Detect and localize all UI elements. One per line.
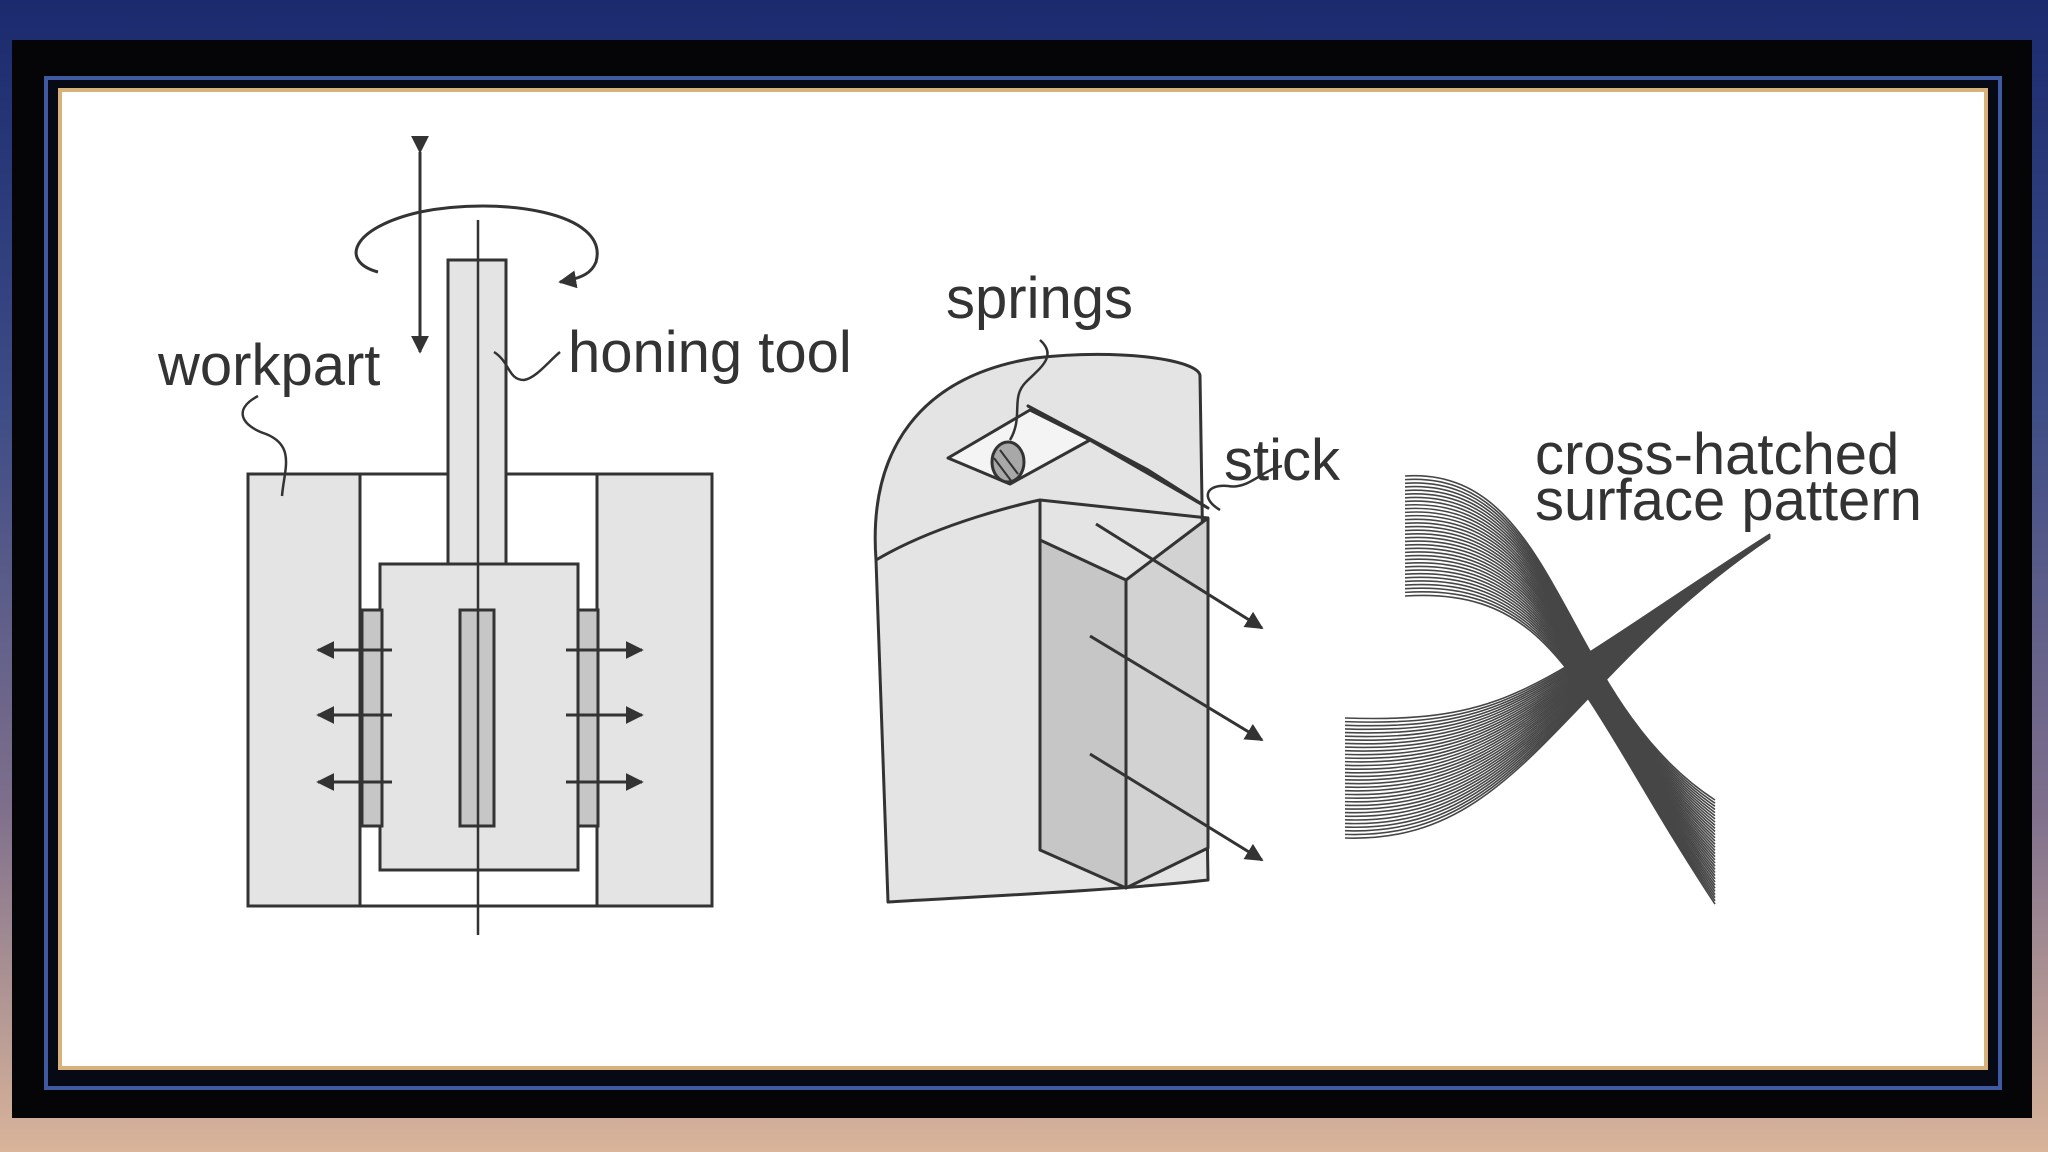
hatch-line-a <box>1404 478 1716 804</box>
hatch-line-a <box>1404 562 1716 877</box>
workpart-label: workpart <box>157 333 380 398</box>
hatch-line-a <box>1404 533 1716 851</box>
hatch-line-a <box>1404 583 1716 896</box>
hatch-line-a <box>1404 493 1716 817</box>
hatch-line-a <box>1404 551 1716 867</box>
stick-leader <box>1206 464 1283 512</box>
rotation-arrow <box>354 204 599 289</box>
hatch-line-a <box>1404 482 1716 807</box>
hatch-line-a <box>1404 525 1716 845</box>
pattern-label-line2: surface pattern <box>1535 468 1922 533</box>
hatch-line-a <box>1404 486 1716 811</box>
hatch-line-a <box>1404 536 1716 855</box>
hatch-line-a <box>1404 504 1716 826</box>
hatch-line-a <box>1404 572 1716 886</box>
honing-tool-label: honing tool <box>568 320 852 385</box>
hatch-line-a <box>1404 576 1716 889</box>
hatch-line-a <box>1404 475 1716 801</box>
workpart-leader <box>241 394 288 497</box>
hatch-line-a <box>1404 547 1716 864</box>
hatch-line-a <box>1404 540 1716 858</box>
honing-setup-figure <box>241 135 714 935</box>
workpart-right-wall <box>595 472 714 908</box>
hatch-line-a <box>1404 580 1716 892</box>
hatch-line-a <box>1404 496 1716 820</box>
hatch-line-a <box>1404 511 1716 833</box>
honing-stick-left <box>360 608 384 828</box>
hatch-line-b <box>1344 533 1771 720</box>
hatch-line-a <box>1404 518 1716 839</box>
hatch-line-a <box>1404 554 1716 870</box>
hatch-line-a <box>1404 489 1716 814</box>
honing-stick-right <box>576 608 600 828</box>
stick-side <box>1124 516 1210 890</box>
springs-label: springs <box>946 266 1133 331</box>
workpart-left-wall <box>246 472 362 908</box>
stick-front <box>1038 538 1128 890</box>
cross-hatched-pattern-figure <box>1344 475 1771 905</box>
stick-label: stick <box>1224 428 1341 493</box>
honing-tool-leader <box>493 350 561 382</box>
hatch-line-a <box>1404 522 1716 842</box>
hatch-line-a <box>1404 529 1716 848</box>
springs-leader <box>1008 339 1049 441</box>
hatch-line-a <box>1404 594 1716 905</box>
tool-stick-detail-figure <box>873 339 1283 904</box>
hatch-line-a <box>1404 558 1716 873</box>
hatch-line-a <box>1404 543 1716 861</box>
hatch-line-a <box>1404 500 1716 823</box>
hatch-line-a <box>1404 569 1716 883</box>
hatch-line-a <box>1404 565 1716 880</box>
pattern-label-line1: cross-hatched <box>1535 422 1899 487</box>
hatch-line-a <box>1404 514 1716 836</box>
hatch-line-a <box>1404 507 1716 829</box>
